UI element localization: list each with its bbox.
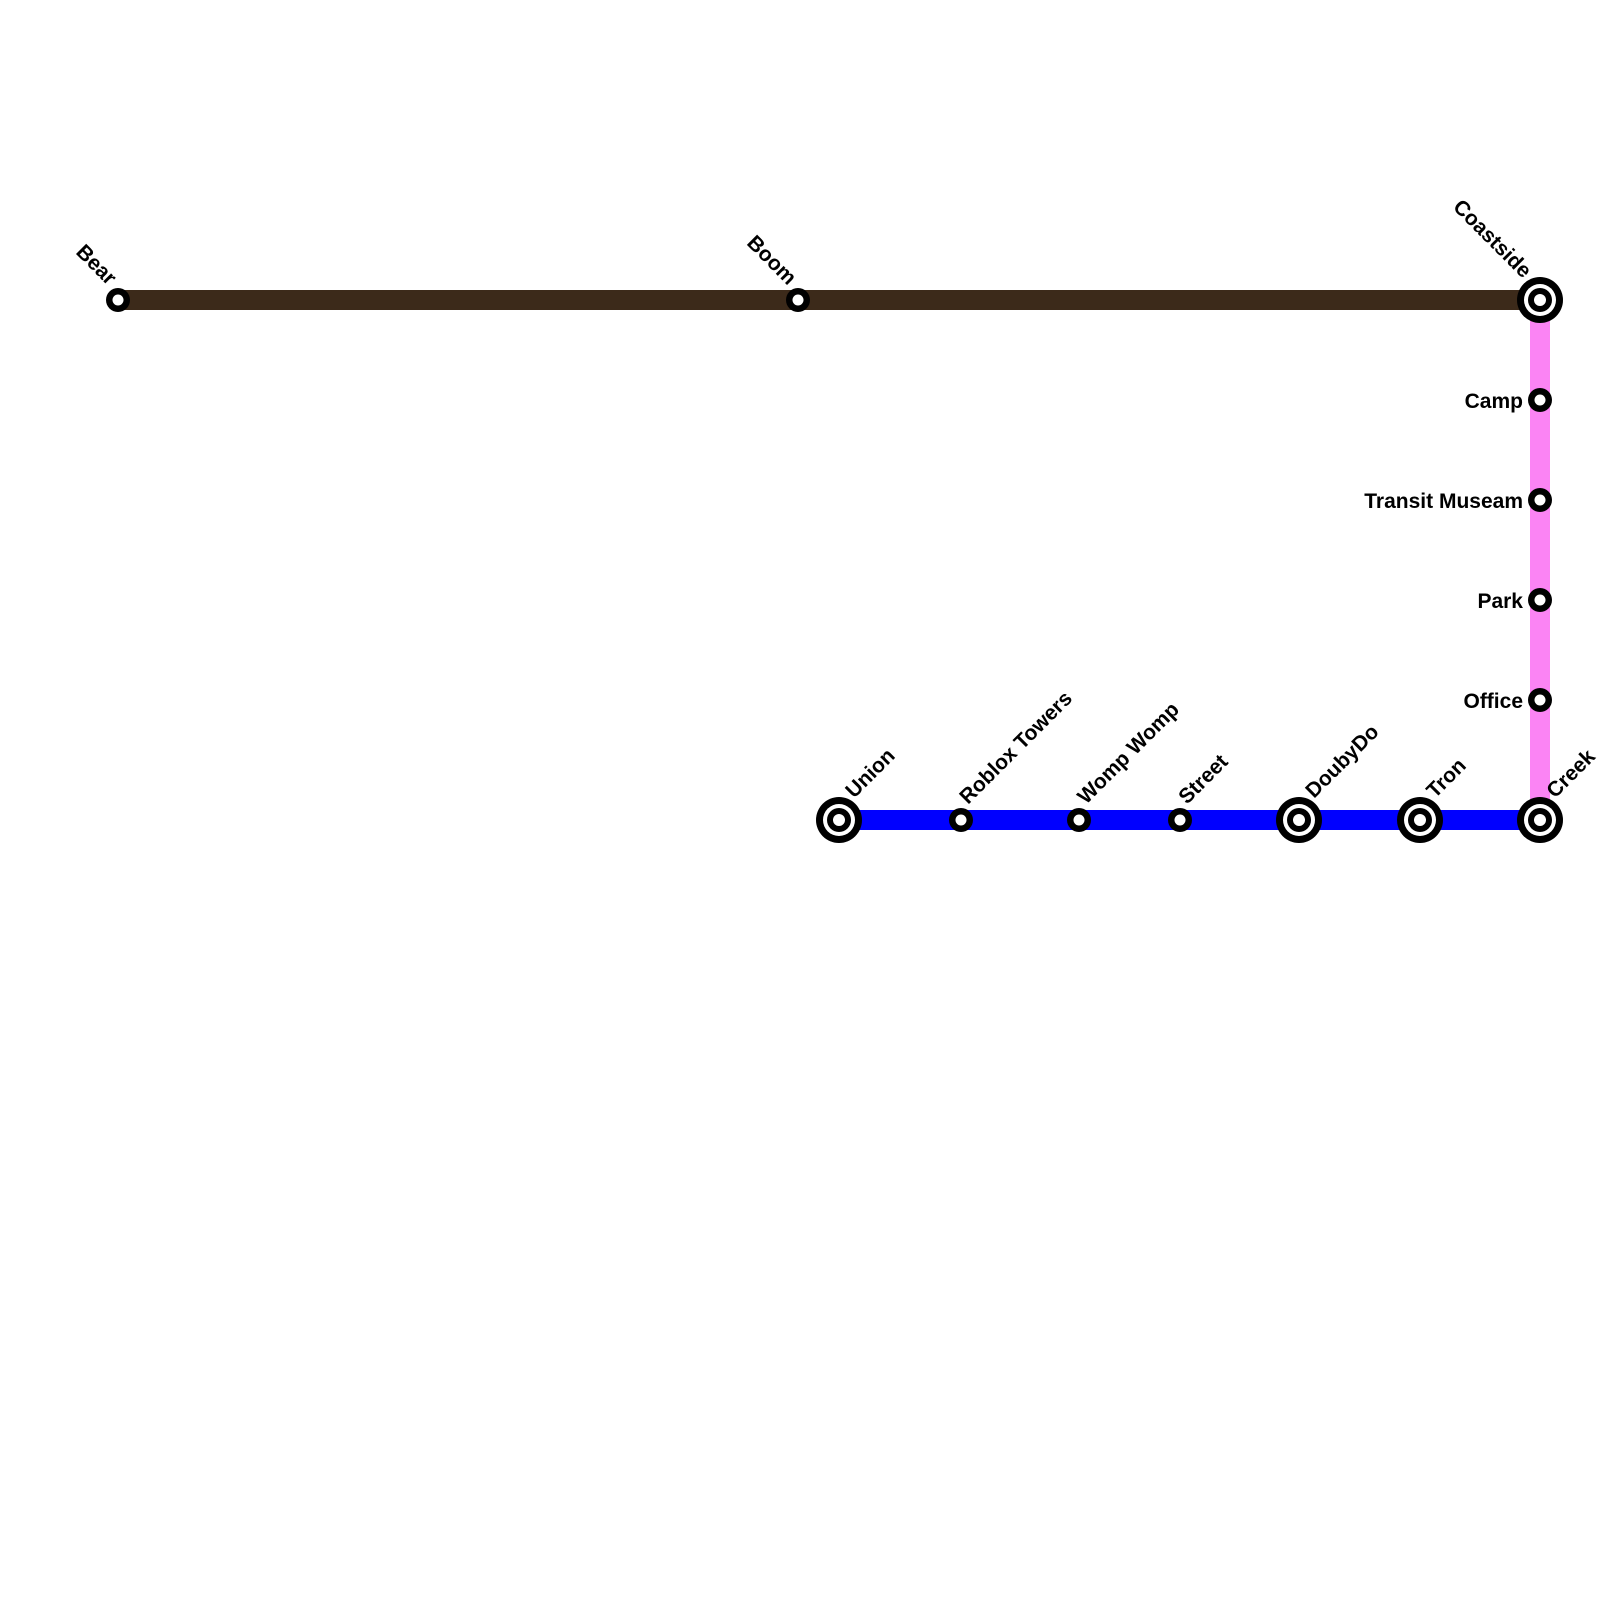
regular-station-marker-icon <box>112 294 124 306</box>
station-label-tron: Tron <box>1422 754 1470 802</box>
station-label-camp: Camp <box>1465 390 1523 413</box>
interchange-station-marker-icon <box>1414 814 1426 826</box>
interchange-station-marker-icon <box>1293 814 1305 826</box>
station-label-creek: Creek <box>1542 745 1600 803</box>
regular-station-marker-icon <box>792 294 804 306</box>
regular-station-marker-icon <box>1534 494 1546 506</box>
station-label-coastside: Coastside <box>1448 195 1535 282</box>
station-creek: Creek <box>1517 745 1600 843</box>
station-transit-museam: Transit Museam <box>1364 488 1552 513</box>
station-label-office: Office <box>1463 690 1523 713</box>
station-office: Office <box>1463 688 1552 713</box>
interchange-station-marker-icon <box>1534 814 1546 826</box>
station-label-park: Park <box>1477 590 1523 613</box>
station-label-doubydo: DoubyDo <box>1301 720 1383 802</box>
interchange-station-marker-icon <box>833 814 845 826</box>
station-label-transit-museam: Transit Museam <box>1364 490 1523 513</box>
station-label-bear: Bear <box>71 240 120 289</box>
station-label-union: Union <box>841 744 899 802</box>
station-label-roblox-towers: Roblox Towers <box>955 687 1077 809</box>
station-label-boom: Boom <box>742 231 800 289</box>
regular-station-marker-icon <box>955 814 967 826</box>
interchange-station-marker-icon <box>1534 294 1546 306</box>
station-camp: Camp <box>1465 388 1552 413</box>
station-park: Park <box>1477 588 1552 613</box>
regular-station-marker-icon <box>1534 394 1546 406</box>
regular-station-marker-icon <box>1534 594 1546 606</box>
regular-station-marker-icon <box>1534 694 1546 706</box>
station-bear: Bear <box>71 240 130 312</box>
regular-station-marker-icon <box>1073 814 1085 826</box>
regular-station-marker-icon <box>1174 814 1186 826</box>
station-label-womp-womp: Womp Womp <box>1073 698 1184 809</box>
station-label-street: Street <box>1174 750 1232 808</box>
